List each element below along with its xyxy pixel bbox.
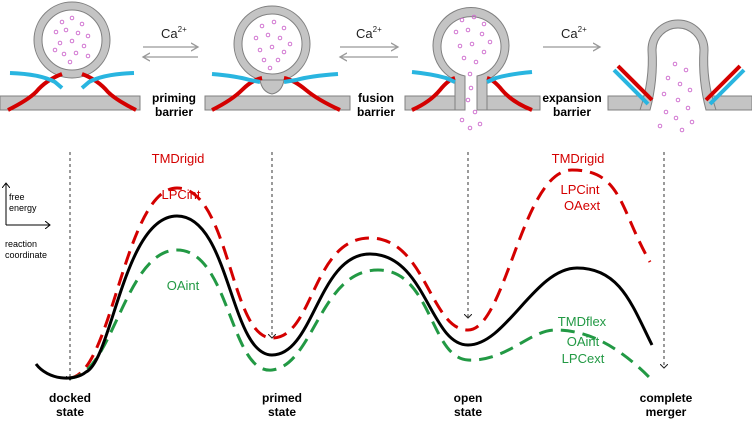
snare-red-left — [7, 72, 63, 112]
vesicle-membrane — [432, 7, 510, 111]
calcium-labels: Ca2+ Ca2+ Ca2+ — [161, 25, 587, 41]
snare-blue-left — [411, 70, 456, 84]
expansion-barrier-label-1: expansion — [542, 91, 601, 105]
energy-curve-baseline — [34, 214, 654, 380]
vesicle-lumen — [241, 13, 303, 75]
axes-key: free energy reaction coordinate — [5, 183, 50, 260]
label-lpcint-left: LPCint — [161, 187, 200, 202]
snare-blue-left — [9, 71, 64, 90]
barrier-labels: priming barrier fusion barrier expansion… — [152, 91, 602, 119]
vesicle-cargo — [453, 14, 493, 131]
vesicle-cargo — [657, 61, 695, 133]
docked-state-label-2: state — [56, 405, 84, 419]
fusion-barrier-label-1: fusion — [358, 91, 394, 105]
x-axis-label-2: coordinate — [5, 250, 47, 260]
energy-curve-raised — [67, 168, 652, 380]
snare-red-right — [704, 64, 742, 102]
priming-barrier-label-2: barrier — [155, 105, 193, 119]
snare-red-right — [81, 72, 137, 112]
calcium-label-1: Ca2+ — [161, 25, 187, 41]
vesicle-cargo — [52, 15, 91, 65]
calcium-label-3: Ca2+ — [561, 25, 587, 41]
label-oaext: OAext — [564, 198, 601, 213]
schematic-docked — [0, 1, 141, 112]
vesicle-membrane — [639, 19, 717, 111]
state-arrows — [70, 152, 664, 380]
primed-state-label-2: state — [268, 405, 296, 419]
snare-blue-left — [612, 68, 650, 106]
transition-arrows — [143, 47, 600, 57]
snare-blue-right — [708, 68, 746, 106]
label-tmdflex: TMDflex — [558, 314, 607, 329]
snare-blue-left — [211, 72, 261, 84]
curve-labels: TMDrigid LPCint OAint TMDrigid LPCint OA… — [152, 151, 607, 366]
vesicle-cargo — [253, 19, 293, 71]
plasma-membrane — [204, 95, 351, 111]
state-labels: docked state primed state open state com… — [49, 391, 693, 419]
energy-curve-lowered — [67, 248, 652, 380]
calcium-label-2: Ca2+ — [356, 25, 382, 41]
x-axis-label-1: reaction — [5, 239, 37, 249]
y-axis-label-1: free — [9, 192, 25, 202]
snare-blue-right — [283, 72, 339, 84]
primed-state-label-1: primed — [262, 391, 302, 405]
priming-barrier-label-1: priming — [152, 91, 196, 105]
schematic-expansion — [607, 19, 752, 133]
label-lpcint-right: LPCint — [560, 182, 599, 197]
open-state-label-1: open — [454, 391, 483, 405]
schematic-open-pore — [404, 7, 541, 131]
complete-merger-label-1: complete — [640, 391, 693, 405]
open-state-label-2: state — [454, 405, 482, 419]
vesicle-lumen — [41, 9, 103, 71]
snare-red-left — [616, 64, 654, 102]
docked-state-label-1: docked — [49, 391, 91, 405]
label-tmdrigid-left: TMDrigid — [152, 151, 205, 166]
label-lpcext: LPCext — [562, 351, 605, 366]
label-tmdrigid-right: TMDrigid — [552, 151, 605, 166]
label-oaint-right: OAint — [567, 334, 600, 349]
label-oaint-left: OAint — [167, 278, 200, 293]
fusion-barrier-label-2: barrier — [357, 105, 395, 119]
hemifusion-stalk — [259, 79, 285, 95]
snare-blue-right — [80, 71, 135, 90]
complete-merger-label-2: merger — [646, 405, 687, 419]
schematic-primed — [204, 5, 351, 112]
snare-blue-right — [486, 70, 533, 84]
y-axis-label-2: energy — [9, 203, 37, 213]
expansion-barrier-label-2: barrier — [553, 105, 591, 119]
plasma-membrane — [0, 95, 141, 111]
